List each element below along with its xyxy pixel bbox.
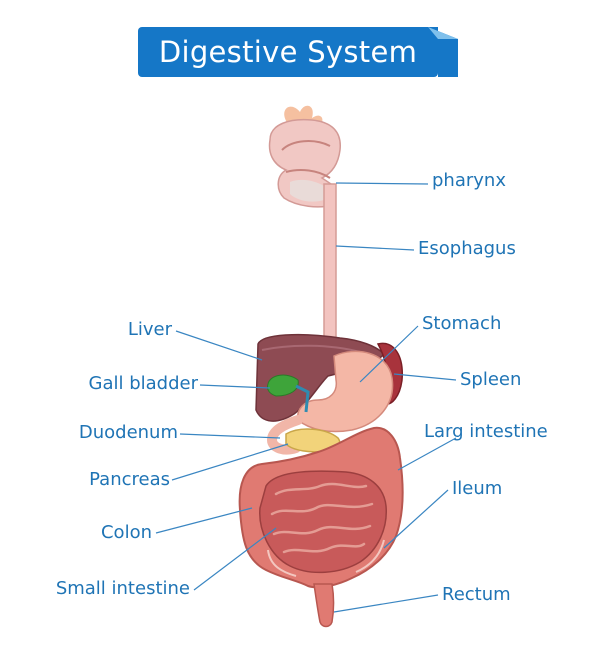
label-colon: Colon [100, 522, 152, 543]
label-spleen: Spleen [460, 369, 522, 390]
label-esophagus: Esophagus [418, 238, 516, 259]
page-title: Digestive System [158, 35, 418, 69]
label-liver: Liver [127, 319, 172, 340]
gall-bladder [267, 374, 299, 397]
banner-background [138, 27, 438, 77]
rectum [313, 583, 335, 628]
label-small-intestine: Small intestine [55, 578, 190, 599]
label-rectum: Rectum [442, 584, 511, 605]
label-larg-intestine: Larg intestine [424, 421, 548, 442]
label-gall-bladder: Gall bladder [88, 373, 199, 394]
label-pharynx: pharynx [432, 170, 506, 191]
label-ileum: Ileum [452, 478, 503, 499]
esophagus [323, 183, 337, 361]
label-stomach: Stomach [422, 313, 502, 334]
title-banner: Digestive System [138, 27, 458, 77]
stomach [296, 350, 394, 433]
label-pancreas: Pancreas [89, 469, 170, 490]
duodenum [266, 415, 303, 455]
label-duodenum: Duodenum [78, 422, 178, 443]
pharynx-region [268, 105, 341, 208]
banner-fold [428, 27, 458, 39]
leader-lines [155, 182, 457, 613]
